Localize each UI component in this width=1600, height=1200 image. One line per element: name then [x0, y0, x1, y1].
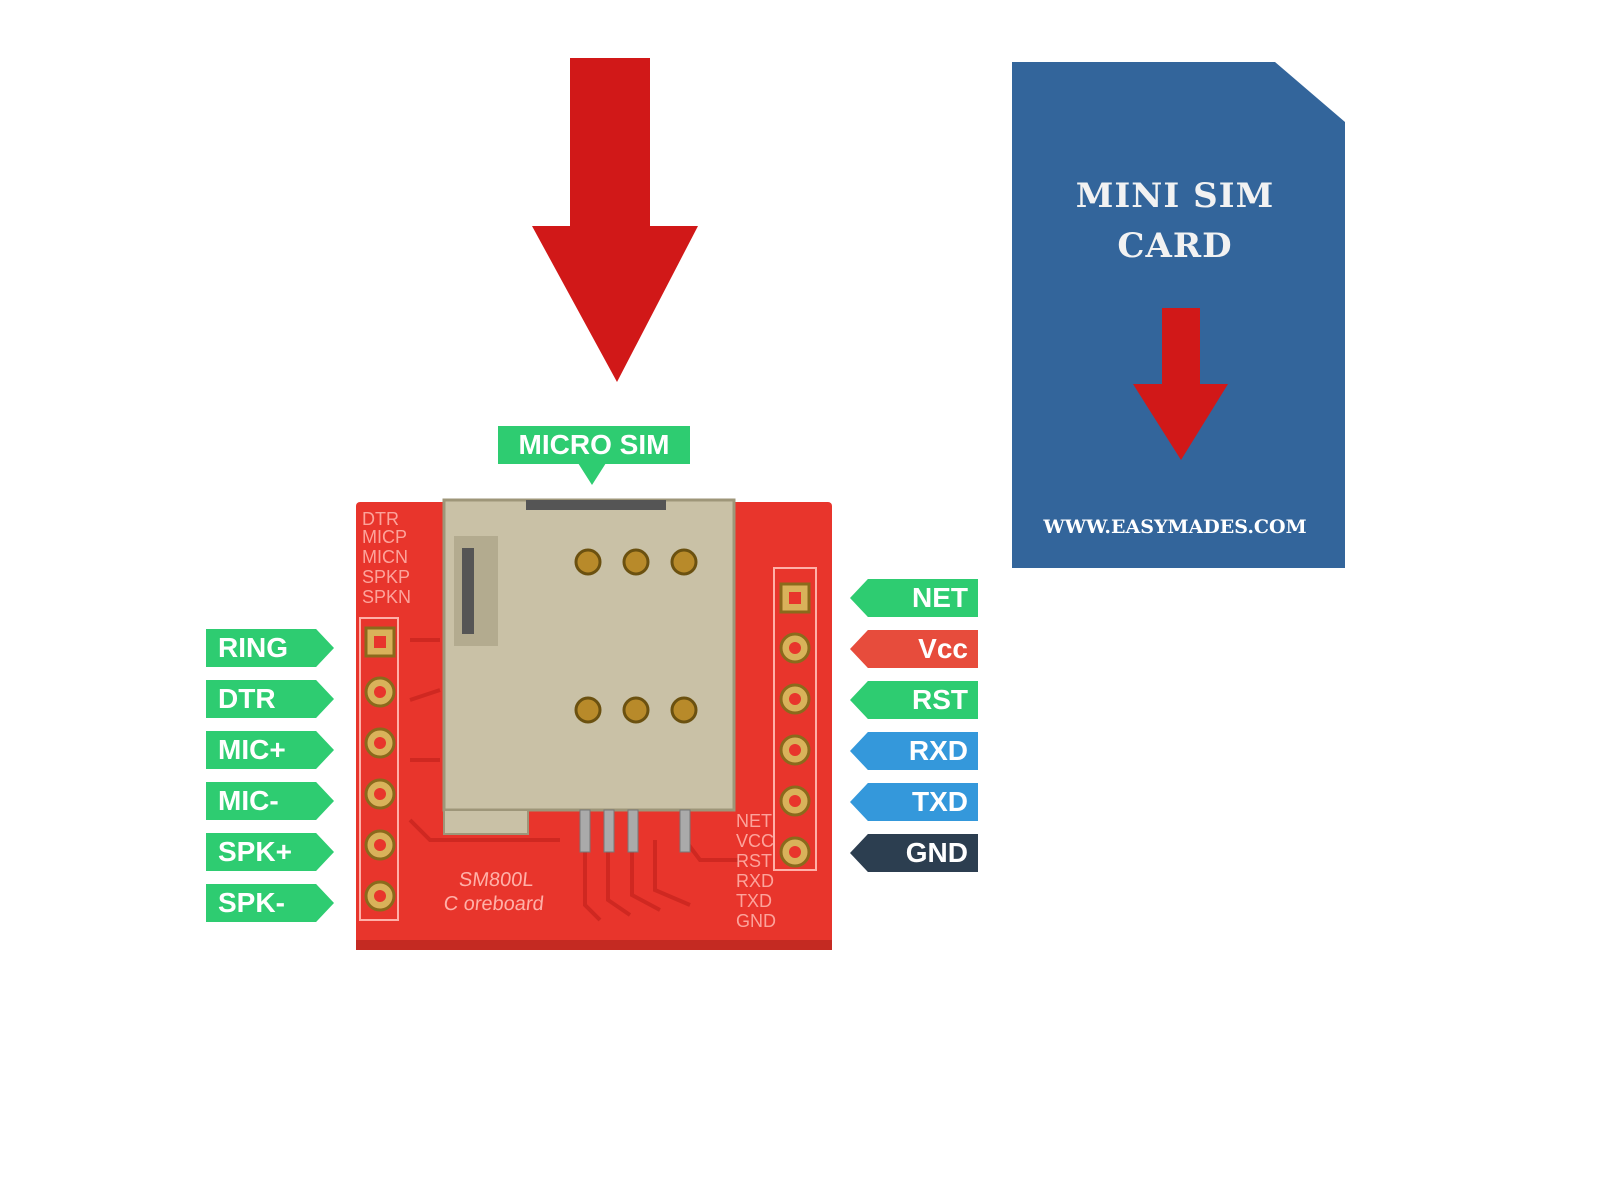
right-pin-header [773, 567, 817, 871]
board-model-label: SM800L C oreboard [437, 868, 552, 916]
pin-label-ring: RING [206, 629, 334, 667]
micro-sim-pointer [578, 463, 606, 485]
card-down-arrow-icon [1133, 308, 1228, 460]
silk-left-1: MICP [362, 527, 407, 547]
pin-label-spk-plus: SPK+ [206, 833, 334, 871]
board-model-line1: SM800L [457, 869, 535, 891]
pin-label-txd: TXD [850, 783, 978, 821]
pin-label-rst: RST [850, 681, 978, 719]
micro-sim-label: MICRO SIM [498, 426, 690, 464]
pin-label-vcc: Vcc [850, 630, 978, 668]
board-model-line2: C oreboard [442, 893, 545, 915]
mini-sim-url: WWW.EASYMADES.COM [1043, 516, 1307, 538]
pin-label-rxd: RXD [850, 732, 978, 770]
left-pin-header [359, 617, 399, 921]
silk-right-3: RXD [736, 871, 775, 891]
pin-label-spk-minus: SPK- [206, 884, 334, 922]
pin-label-mic-minus: MIC- [206, 782, 334, 820]
silk-left-4: SPKN [362, 587, 412, 607]
pin-label-dtr: DTR [206, 680, 334, 718]
pin-label-net: NET [850, 579, 978, 617]
pin-label-gnd: GND [850, 834, 978, 872]
silk-right-0: NET [736, 811, 772, 831]
silk-left-3: SPKP [362, 567, 411, 587]
pin-label-mic-plus: MIC+ [206, 731, 334, 769]
big-down-arrow-icon [532, 58, 698, 382]
silk-right-4: TXD [736, 891, 772, 911]
mini-sim-title-line2: CARD [1117, 226, 1233, 266]
silk-right-5: GND [736, 911, 776, 931]
mini-sim-title-line1: MINI SIM [1075, 176, 1275, 216]
silk-right-2: RST [736, 851, 772, 871]
silk-right-1: VCC [736, 831, 775, 851]
silk-left-0: DTR [362, 509, 399, 529]
silk-left-2: MICN [362, 547, 408, 567]
